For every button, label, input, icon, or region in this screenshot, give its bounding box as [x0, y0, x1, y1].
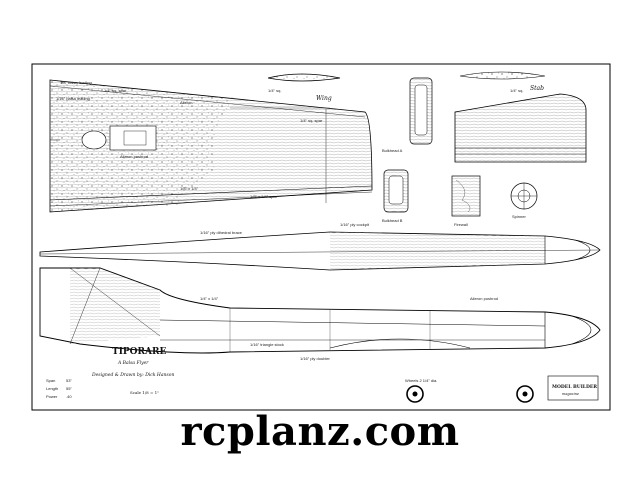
- spinner-view: Spinner: [510, 182, 538, 219]
- stab-label: Stab: [530, 85, 544, 92]
- publisher-name: MODEL BUILDER: [552, 384, 597, 390]
- fuselage-side-view: 1/16" ply doubler 1/4" x 1/4" 1/16" tria…: [39, 267, 601, 361]
- spec-table: Span 53" Length 55" Power .40: [46, 378, 72, 399]
- publisher-sub: magazine: [562, 392, 579, 396]
- note-doubler: 1/16" ply doubler: [300, 356, 331, 361]
- svg-text:1/4" x 1/4": 1/4" x 1/4": [200, 296, 219, 301]
- note-leading: 1/16" balsa leading: [56, 96, 90, 101]
- plan-scale: Scale 1/8 = 1": [130, 390, 159, 395]
- note-spinner: Spinner: [512, 214, 526, 219]
- note-spar-b: 1/8" x 1/4" spar: [250, 194, 278, 199]
- svg-text:1/16" ply cockpit: 1/16" ply cockpit: [340, 222, 370, 227]
- svg-text:1/4" sq.: 1/4" sq.: [510, 88, 523, 93]
- stab-airfoil: Stab: [459, 71, 546, 92]
- svg-text:1/16" triangle stock: 1/16" triangle stock: [250, 342, 284, 347]
- note-wheels: Wheels 2 1/4" dia.: [405, 378, 437, 383]
- svg-text:1/8" x 1/4": 1/8" x 1/4": [180, 186, 199, 191]
- plan-border: [31, 63, 611, 411]
- fuselage-top-view: 1/16" ply cockpit 1/16" ply dihedral bra…: [39, 222, 601, 271]
- svg-text:Aileron: Aileron: [180, 100, 192, 105]
- plan-title: TIPORARE: [112, 347, 166, 357]
- bulkhead-b: Bulkhead B: [382, 169, 409, 223]
- note-pushrod: Aileron pushrod: [470, 296, 498, 301]
- wing-label: Wing: [316, 95, 332, 102]
- bulkhead-a: Bulkhead A: [382, 77, 433, 153]
- spec-power-value: .40: [66, 394, 72, 399]
- plan-credit: Designed & Drawn by: Dick Hanson: [91, 372, 174, 378]
- note-dihedral: 1/16" ply dihedral brace: [200, 230, 243, 235]
- note-bulkhead-b: Bulkhead B: [382, 218, 403, 223]
- watermark-text: rcplanz.com: [180, 408, 460, 455]
- spec-power-label: Power: [46, 394, 58, 399]
- publisher-block: MODEL BUILDER magazine: [547, 375, 599, 401]
- stab-planform: 1/4" sq.: [454, 88, 587, 163]
- note-bulkhead-a: Bulkhead A: [382, 148, 403, 153]
- spec-span-value: 53": [66, 378, 72, 383]
- note-spar: 1/4" sq. spar: [300, 118, 323, 123]
- wing-airfoil: 1/4" sq. Wing: [230, 73, 341, 109]
- landing-wheels: Wheels 2 1/4" dia.: [405, 378, 534, 403]
- svg-text:Aileron pushrod: Aileron pushrod: [120, 154, 148, 159]
- svg-text:1/4" sq. spar: 1/4" sq. spar: [104, 88, 127, 93]
- note-firewall: Firewall: [454, 222, 468, 227]
- firewall: Firewall: [451, 175, 481, 227]
- spec-length-label: Length: [46, 386, 58, 391]
- wing-planform: 1/8" balsa leading 1/4" sq. spar Aileron…: [49, 79, 373, 213]
- spec-span-label: Span: [46, 378, 55, 383]
- plan-subtitle: A Balsa Flyer: [117, 360, 149, 366]
- spec-length-value: 55": [66, 386, 72, 391]
- svg-text:1/8" balsa leading: 1/8" balsa leading: [60, 80, 92, 85]
- svg-text:1/4" sq.: 1/4" sq.: [268, 88, 281, 93]
- title-block: TIPORARE A Balsa Flyer Designed & Drawn …: [91, 347, 174, 395]
